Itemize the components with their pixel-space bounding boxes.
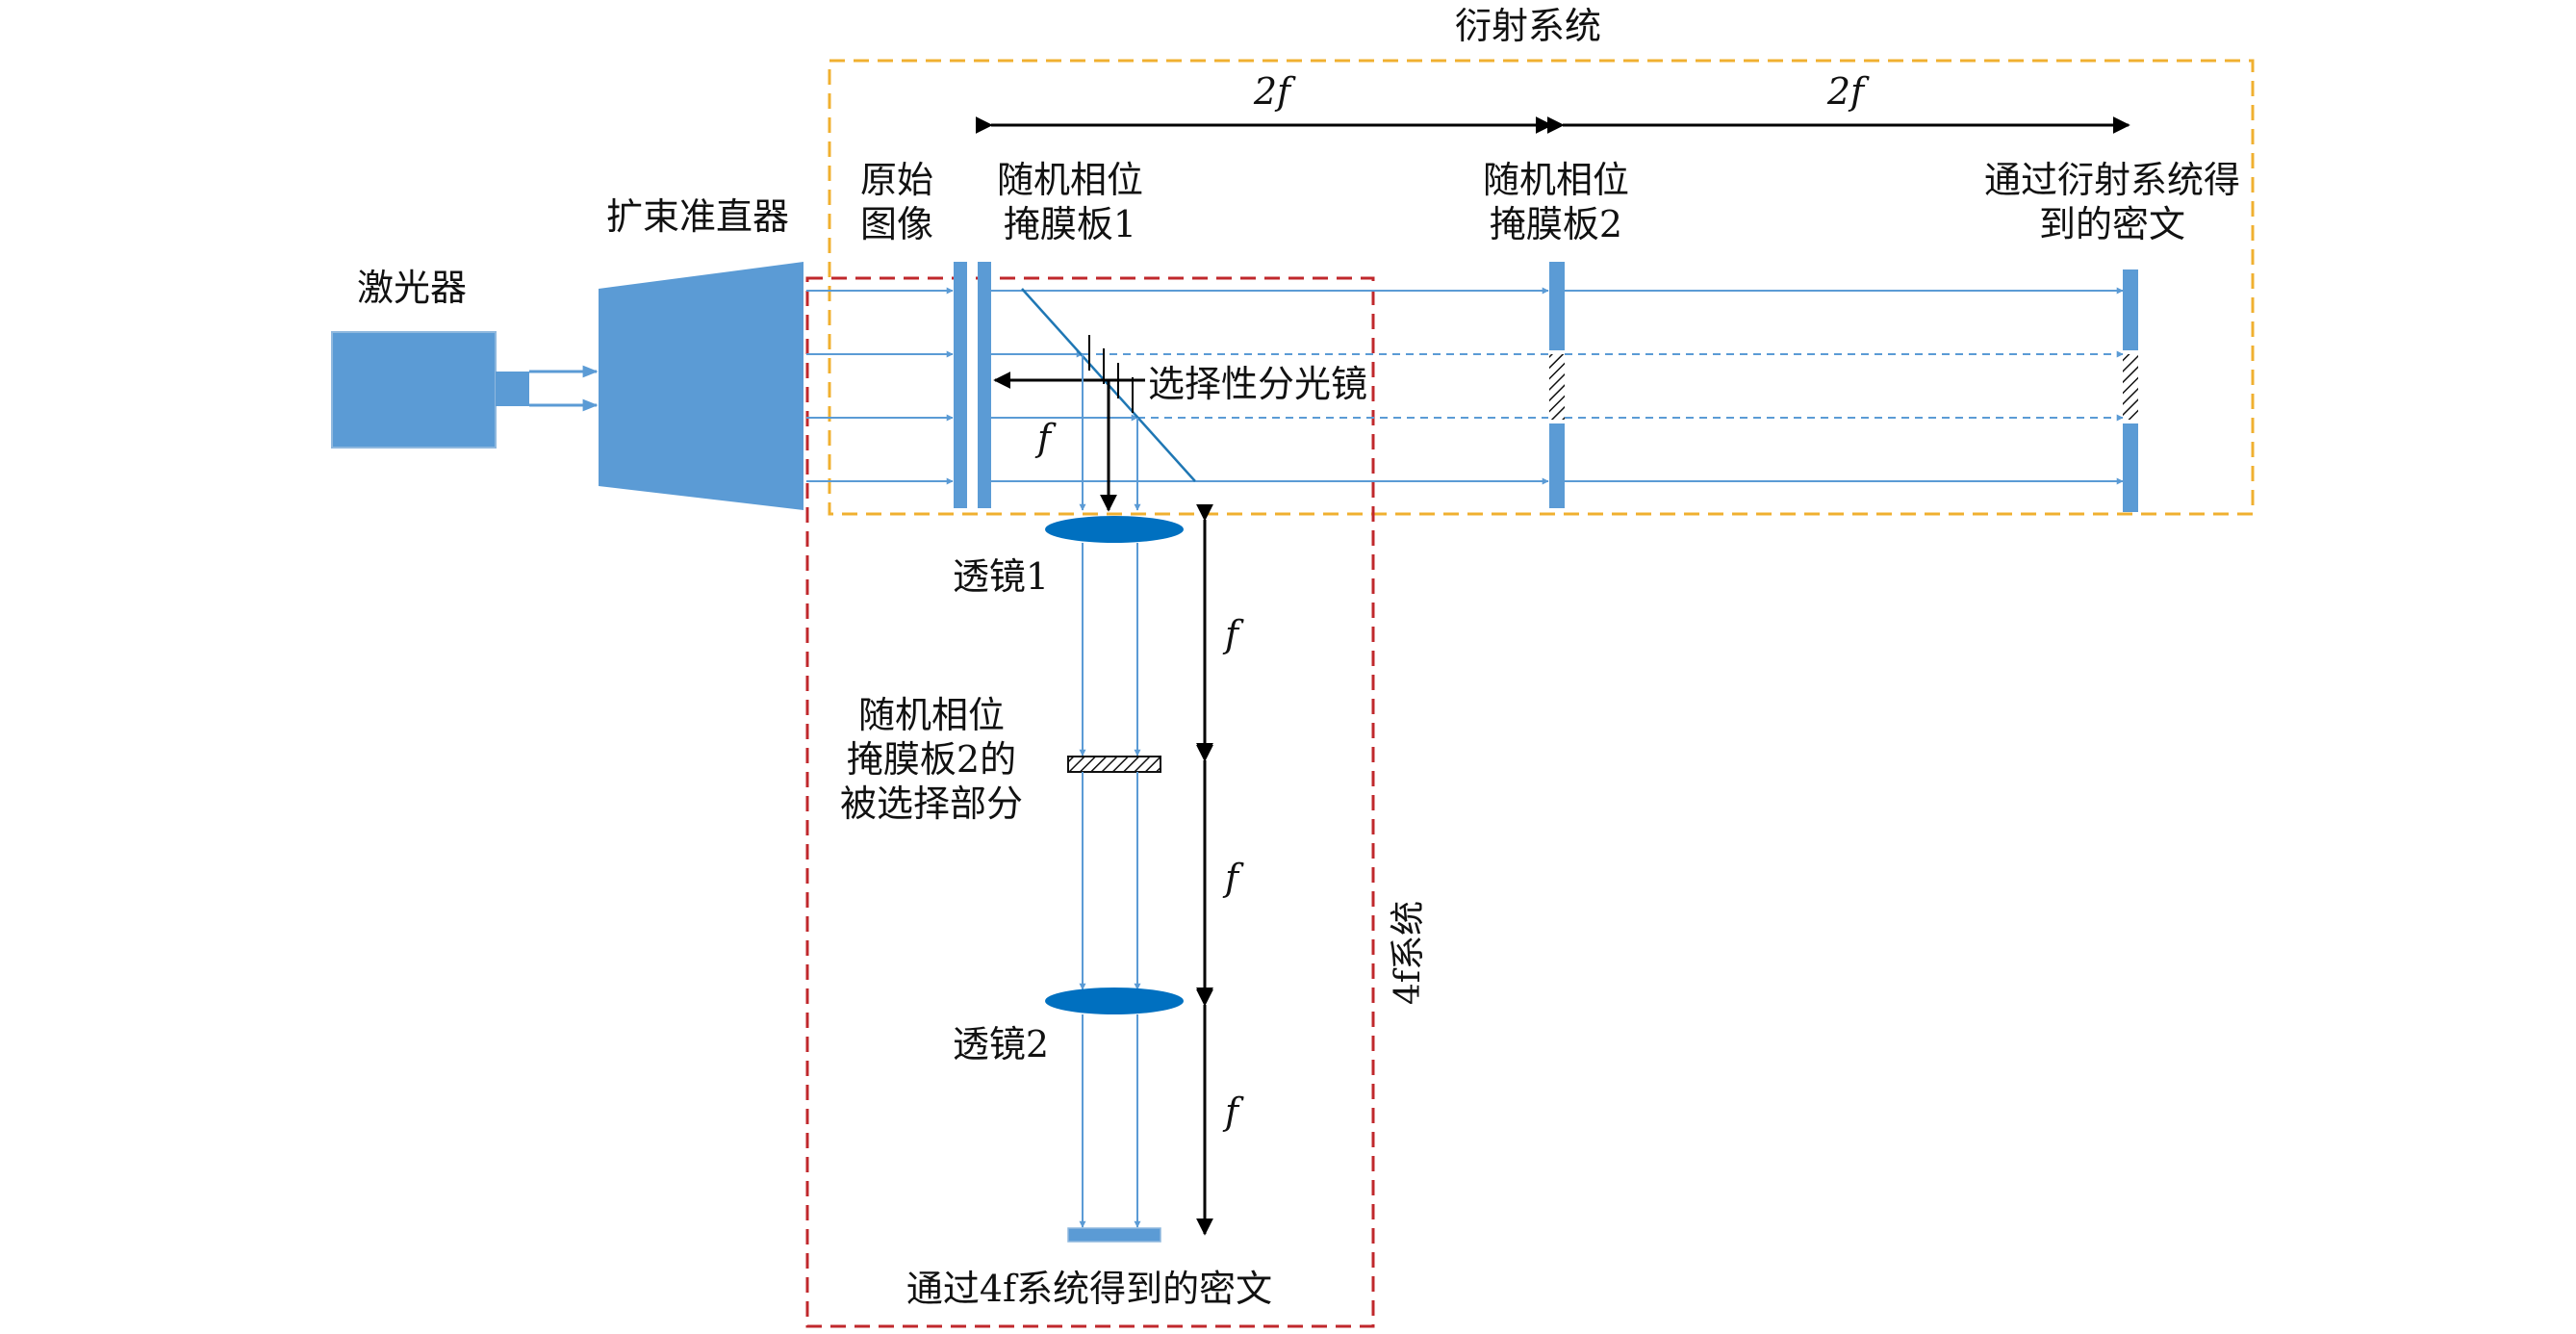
fourf-system-frame — [805, 276, 1375, 1328]
label-mask1-2: 掩膜板1 — [1004, 203, 1136, 245]
original-image-plate — [954, 262, 967, 508]
label-laser: 激光器 — [357, 267, 467, 309]
cipher-4f-plane — [1067, 1227, 1161, 1243]
beam-expander — [599, 262, 803, 510]
label-mask2-part-2: 掩膜板2的 — [847, 738, 1016, 781]
label-mask1-1: 随机相位 — [997, 159, 1143, 201]
lens-2 — [1045, 988, 1184, 1014]
mask-plate-2-hatched — [1549, 354, 1565, 420]
label-mask2-2: 掩膜板2 — [1490, 203, 1622, 245]
label-original-image-1: 原始 — [860, 159, 933, 201]
label-diffraction-system: 衍射系统 — [1455, 5, 1601, 47]
label-f-1: f — [1222, 613, 1244, 655]
lens-1 — [1045, 516, 1184, 543]
label-fourf-system: 4f系统 — [1389, 901, 1428, 1005]
label-2f-left: 2f — [1253, 70, 1296, 113]
mask-plate-1 — [978, 262, 991, 508]
label-mask2-1: 随机相位 — [1483, 159, 1629, 201]
label-original-image-2: 图像 — [860, 203, 933, 245]
laser-body — [331, 331, 497, 449]
cipher-plane-upper — [2123, 269, 2138, 350]
label-lens1: 透镜1 — [953, 555, 1049, 598]
label-2f-right: 2f — [1826, 70, 1870, 113]
label-f-2: f — [1222, 857, 1244, 899]
label-mask2-part-3: 被选择部分 — [840, 782, 1023, 825]
cipher-plane-hatched — [2123, 354, 2138, 420]
mask-2-selected-part — [1067, 756, 1161, 773]
mask-plate-2-upper — [1549, 262, 1565, 350]
label-cipher-diff-2: 到的密文 — [2039, 203, 2185, 245]
label-beam-splitter: 选择性分光镜 — [1148, 363, 1367, 405]
label-cipher-4f: 通过4f系统得到的密文 — [906, 1268, 1272, 1310]
label-f-splitter: f — [1034, 417, 1057, 459]
label-beam-expander: 扩束准直器 — [606, 195, 789, 238]
label-cipher-diff-1: 通过衍射系统得 — [1984, 159, 2240, 201]
label-f-3: f — [1222, 1090, 1244, 1133]
diffraction-system-frame — [828, 59, 2255, 516]
cipher-plane-lower — [2123, 423, 2138, 512]
label-mask2-part-1: 随机相位 — [858, 694, 1005, 736]
mask-plate-2-lower — [1549, 423, 1565, 508]
label-lens2: 透镜2 — [953, 1023, 1049, 1065]
laser-nozzle — [496, 372, 529, 406]
